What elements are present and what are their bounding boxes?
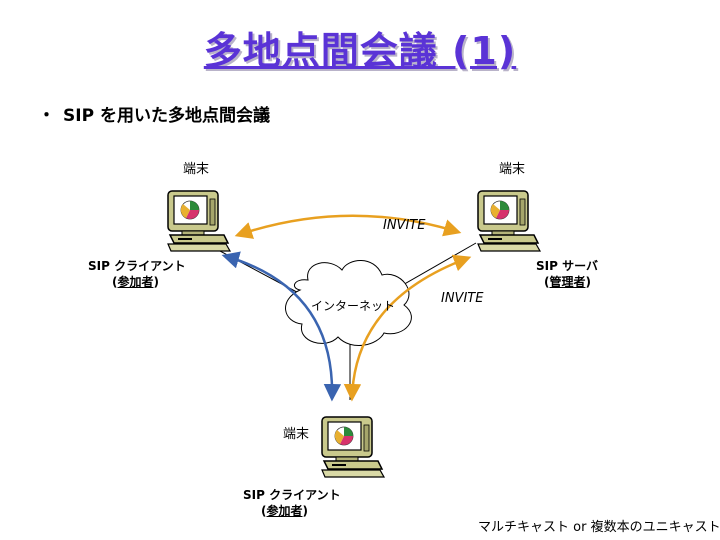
right-server-label: SIP サーバ (管理者)	[536, 259, 598, 289]
internet-label: インターネット	[311, 299, 396, 313]
invite-arrow-right-to-bottom	[343, 254, 472, 402]
terminal-top-right-label: 端末	[499, 162, 526, 177]
terminal-bottom-icon	[321, 416, 385, 478]
right-server-title: SIP サーバ	[536, 259, 598, 273]
invite-label-top: INVITE	[383, 218, 426, 233]
bullet-item: ・ SIP を用いた多地点間会議	[38, 101, 270, 126]
left-client-label: SIP クライアント (参加者)	[88, 259, 186, 289]
terminal-top-right-icon	[477, 190, 541, 252]
footer-note: マルチキャスト or 複数本のユニキャスト	[478, 520, 720, 535]
terminal-bottom-label: 端末	[283, 427, 310, 442]
bottom-client-role: 参加者	[266, 504, 303, 518]
bullet-marker: ・	[38, 106, 55, 126]
terminal-top-left-icon	[167, 190, 231, 252]
left-client-role: 参加者	[117, 275, 154, 289]
right-server-role: 管理者	[549, 275, 586, 289]
bottom-client-title: SIP クライアント	[243, 488, 341, 502]
bottom-client-label: SIP クライアント (参加者)	[243, 488, 341, 518]
invite-label-right: INVITE	[441, 291, 484, 306]
terminal-top-left-label: 端末	[183, 162, 210, 177]
page-title: 多地点間会議 (1)	[203, 29, 517, 73]
client-arrow-left-to-bottom	[221, 251, 342, 402]
left-client-title: SIP クライアント	[88, 259, 186, 273]
bullet-text: SIP を用いた多地点間会議	[63, 106, 270, 126]
invite-arrow-top	[234, 214, 462, 239]
